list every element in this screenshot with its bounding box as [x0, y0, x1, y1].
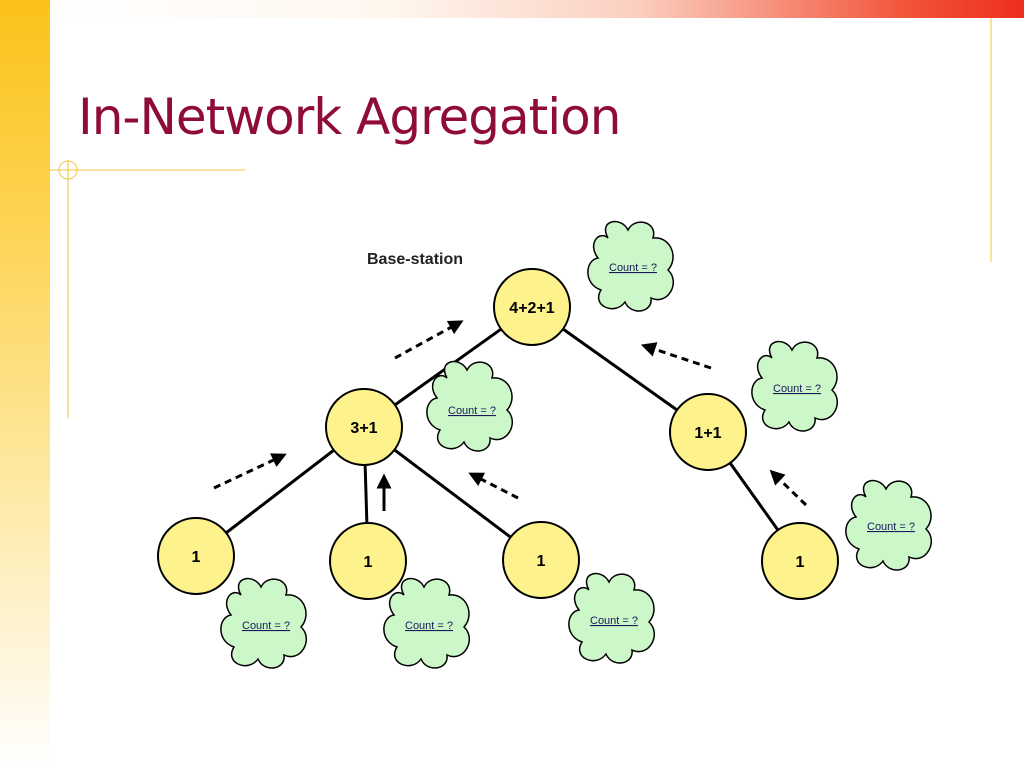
- node-circle: [761, 522, 839, 600]
- top-gradient-band: [50, 0, 1024, 18]
- left-gradient-band: [0, 0, 50, 768]
- node-label: 1: [796, 554, 805, 571]
- query-cloud-root: Count = ?: [587, 220, 675, 312]
- query-cloud-leaf-1: Count = ?: [220, 577, 308, 669]
- cloud-label: Count = ?: [609, 262, 657, 274]
- node-label: 3+1: [350, 420, 377, 437]
- query-cloud-mid-right: Count = ?: [751, 340, 839, 432]
- tree-node-leaf-3: 1: [502, 521, 580, 599]
- node-circle: [325, 388, 403, 466]
- cloud-label: Count = ?: [867, 521, 915, 533]
- cloud-label: Count = ?: [405, 620, 453, 632]
- query-cloud-leaf-2: Count = ?: [383, 577, 471, 669]
- node-label: 4+2+1: [509, 300, 554, 317]
- query-cloud-leaf-3: Count = ?: [568, 572, 656, 664]
- node-label: 1: [192, 549, 201, 566]
- cloud-label: Count = ?: [242, 620, 290, 632]
- arrow-to-root-right: [640, 342, 712, 370]
- tree-node-leaf-4: 1: [761, 522, 839, 600]
- cloud-label: Count = ?: [448, 405, 496, 417]
- page-title: In-Network Agregation: [78, 88, 621, 146]
- node-label: 1: [537, 553, 546, 570]
- node-circle: [502, 521, 580, 599]
- tree-node-mid-left: 3+1: [325, 388, 403, 466]
- arrow-leaf4-up: [769, 469, 808, 507]
- node-circle: [157, 517, 235, 595]
- query-cloud-leaf-4: Count = ?: [845, 479, 933, 571]
- node-circle: [329, 522, 407, 600]
- cloud-label: Count = ?: [590, 615, 638, 627]
- arrow-leaf3-up: [468, 472, 519, 500]
- node-label: 1+1: [694, 425, 721, 442]
- base-station-label: Base-station: [367, 251, 463, 268]
- arrow-to-root-left: [394, 320, 464, 360]
- title-ring: [58, 160, 78, 180]
- aggregation-arrows: [213, 320, 808, 507]
- node-circle: [493, 268, 571, 346]
- query-cloud-mid-left: Count = ?: [426, 360, 514, 452]
- arrow-leaf1-up: [213, 453, 287, 490]
- tree-node-leaf-2: 1: [329, 522, 407, 600]
- node-label: 1: [364, 554, 373, 571]
- tree-node-mid-right: 1+1: [669, 393, 747, 471]
- cloud-label: Count = ?: [773, 383, 821, 395]
- node-circle: [669, 393, 747, 471]
- tree-node-leaf-1: 1: [157, 517, 235, 595]
- tree-node-root: 4+2+1: [493, 268, 571, 346]
